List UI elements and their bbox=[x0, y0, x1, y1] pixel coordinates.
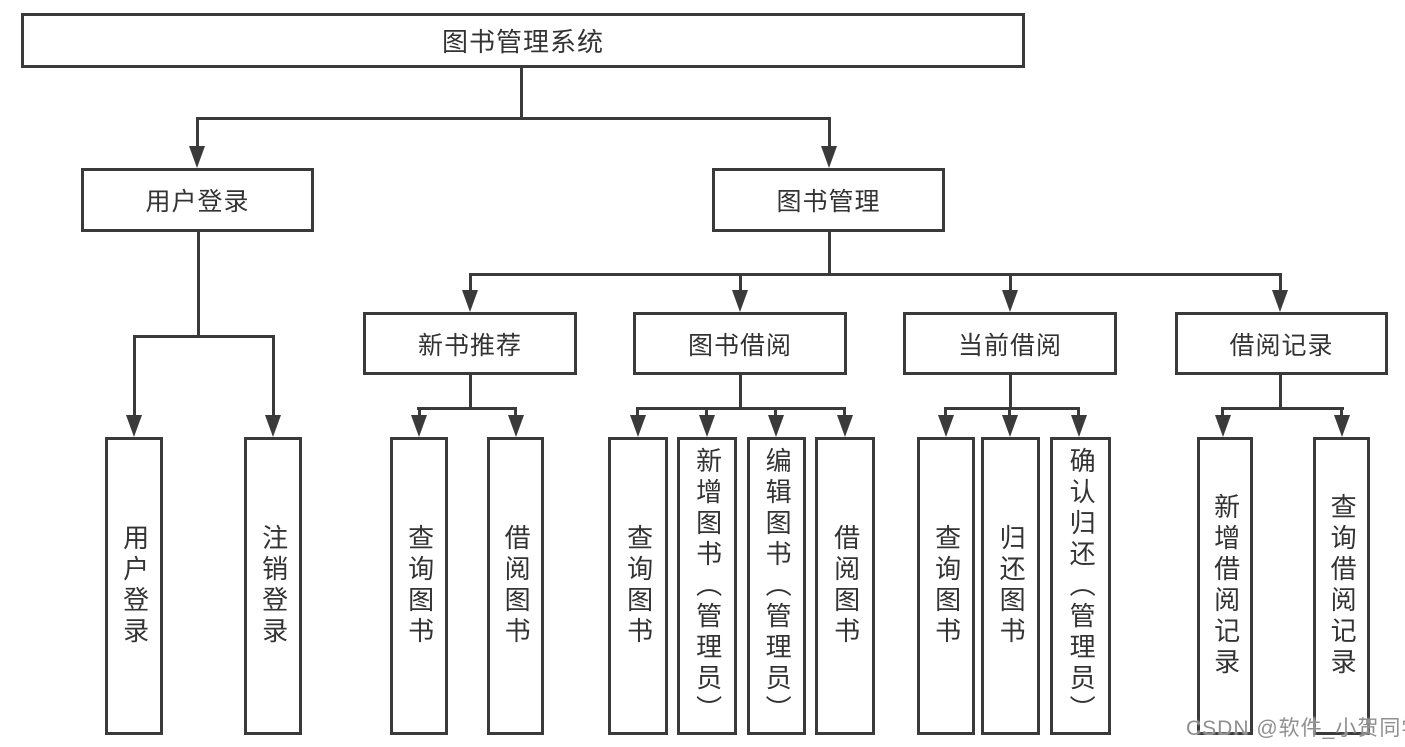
leaf-user-login: 用户登录 bbox=[105, 437, 163, 735]
leaf-recommend-query-books-label: 查询图书 bbox=[404, 524, 435, 648]
connector-drop-recommend-1 bbox=[418, 407, 421, 417]
connector-drop-current-3 bbox=[1077, 407, 1080, 417]
leaf-confirm-return-admin-label: 确认归还（管理员） bbox=[1066, 446, 1097, 726]
leaf-return-books: 归还图书 bbox=[981, 437, 1040, 735]
leaf-recommend-borrow-books-label: 借阅图书 bbox=[501, 524, 532, 648]
arrowhead-recommend-1 bbox=[411, 415, 427, 437]
connector-recommend-rail bbox=[417, 407, 517, 410]
connector-root-stem bbox=[520, 68, 523, 117]
arrowhead-borrow-record bbox=[1272, 290, 1288, 312]
arrowhead-current-borrow bbox=[1002, 290, 1018, 312]
arrowhead-borrow-1 bbox=[630, 415, 646, 437]
arrowhead-new-book bbox=[462, 290, 478, 312]
connector-level3-rail bbox=[469, 273, 1282, 276]
node-book-management: 图书管理 bbox=[712, 168, 945, 232]
leaf-borrow-query-books: 查询图书 bbox=[608, 437, 668, 735]
node-current-borrow: 当前借阅 bbox=[903, 312, 1117, 375]
node-user-login-label: 用户登录 bbox=[145, 188, 250, 216]
arrowhead-record-2 bbox=[1334, 415, 1350, 437]
arrowhead-leaf-login bbox=[126, 415, 142, 437]
leaf-recommend-borrow-books: 借阅图书 bbox=[487, 437, 544, 735]
connector-drop-borrow-2 bbox=[705, 407, 708, 417]
arrowhead-book-management bbox=[821, 146, 837, 168]
connector-drop-leaf-logout bbox=[272, 335, 275, 417]
node-book-management-label: 图书管理 bbox=[776, 188, 881, 216]
connector-record-rail bbox=[1221, 407, 1344, 410]
connector-drop-borrow-3 bbox=[774, 407, 777, 417]
arrowhead-current-2 bbox=[1002, 415, 1018, 437]
connector-current-rail bbox=[944, 407, 1080, 410]
connector-drop-book-borrow bbox=[739, 273, 742, 293]
connector-drop-current-borrow bbox=[1009, 273, 1012, 293]
connector-drop-leaf-login bbox=[133, 335, 136, 417]
connector-drop-borrow-record bbox=[1279, 273, 1282, 293]
node-new-book-recommend: 新书推荐 bbox=[363, 312, 577, 375]
connector-drop-record-1 bbox=[1221, 407, 1224, 417]
connector-drop-new-book bbox=[469, 273, 472, 293]
node-current-borrow-label: 当前借阅 bbox=[957, 331, 1062, 360]
node-book-borrow: 图书借阅 bbox=[633, 312, 847, 375]
arrowhead-borrow-2 bbox=[699, 415, 715, 437]
leaf-edit-book-admin: 编辑图书（管理员） bbox=[747, 437, 806, 735]
leaf-borrow-query-books-label: 查询图书 bbox=[623, 524, 654, 648]
leaf-logout-label: 注销登录 bbox=[258, 524, 289, 648]
arrowhead-borrow-4 bbox=[837, 415, 853, 437]
arrowhead-user-login bbox=[189, 146, 205, 168]
connector-current-stem bbox=[1009, 375, 1012, 410]
arrowhead-book-borrow bbox=[732, 290, 748, 312]
leaf-edit-book-admin-label: 编辑图书（管理员） bbox=[762, 446, 793, 726]
node-borrow-record: 借阅记录 bbox=[1175, 312, 1388, 375]
connector-drop-recommend-2 bbox=[514, 407, 517, 417]
connector-borrow-rail bbox=[636, 407, 846, 410]
arrowhead-recommend-2 bbox=[508, 415, 524, 437]
connector-mgmt-stem bbox=[828, 232, 831, 276]
connector-drop-user-login bbox=[196, 117, 199, 150]
connector-drop-record-2 bbox=[1340, 407, 1343, 417]
connector-drop-current-1 bbox=[944, 407, 947, 417]
node-root: 图书管理系统 bbox=[21, 13, 1025, 68]
connector-drop-borrow-1 bbox=[636, 407, 639, 417]
node-book-borrow-label: 图书借阅 bbox=[687, 331, 792, 360]
node-user-login: 用户登录 bbox=[81, 168, 314, 232]
leaf-borrow-books: 借阅图书 bbox=[815, 437, 875, 735]
arrowhead-current-1 bbox=[938, 415, 954, 437]
csdn-watermark: CSDN @软件_小贺同学 bbox=[1186, 717, 1405, 740]
leaf-borrow-books-label: 借阅图书 bbox=[830, 524, 861, 648]
leaf-query-borrow-record: 查询借阅记录 bbox=[1313, 437, 1370, 735]
node-new-book-recommend-label: 新书推荐 bbox=[417, 331, 522, 360]
leaf-query-borrow-record-label: 查询借阅记录 bbox=[1327, 493, 1358, 679]
arrowhead-leaf-logout bbox=[265, 415, 281, 437]
leaf-confirm-return-admin: 确认归还（管理员） bbox=[1050, 437, 1111, 735]
node-borrow-record-label: 借阅记录 bbox=[1229, 331, 1334, 360]
connector-record-stem bbox=[1279, 375, 1282, 410]
connector-borrow-stem bbox=[739, 375, 742, 410]
leaf-add-borrow-record-label: 新增借阅记录 bbox=[1210, 493, 1241, 679]
connector-drop-current-2 bbox=[1008, 407, 1011, 417]
connector-login-rail bbox=[133, 335, 274, 338]
leaf-logout: 注销登录 bbox=[244, 437, 302, 735]
leaf-current-query-books: 查询图书 bbox=[917, 437, 975, 735]
leaf-current-query-books-label: 查询图书 bbox=[931, 524, 962, 648]
arrowhead-record-1 bbox=[1215, 415, 1231, 437]
node-root-label: 图书管理系统 bbox=[441, 27, 604, 57]
leaf-user-login-label: 用户登录 bbox=[119, 524, 150, 648]
leaf-recommend-query-books: 查询图书 bbox=[390, 437, 448, 735]
connector-drop-borrow-4 bbox=[843, 407, 846, 417]
connector-level2-rail bbox=[196, 117, 831, 120]
leaf-return-books-label: 归还图书 bbox=[996, 524, 1027, 648]
arrowhead-current-3 bbox=[1071, 415, 1087, 437]
leaf-add-book-admin-label: 新增图书（管理员） bbox=[692, 446, 723, 726]
connector-drop-book-management bbox=[828, 117, 831, 150]
arrowhead-borrow-3 bbox=[768, 415, 784, 437]
leaf-add-borrow-record: 新增借阅记录 bbox=[1197, 437, 1253, 735]
leaf-add-book-admin: 新增图书（管理员） bbox=[677, 437, 737, 735]
connector-recommend-stem bbox=[469, 375, 472, 410]
connector-login-stem bbox=[197, 232, 200, 335]
